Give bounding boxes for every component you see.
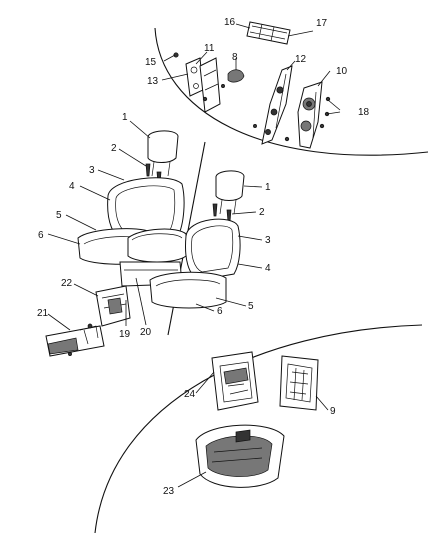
- right-seat-cushion: [149, 271, 227, 309]
- callout-label: 13: [147, 76, 159, 87]
- lower-section-boundary: [94, 324, 423, 533]
- callout-label: 23: [163, 486, 175, 497]
- callout-label: 19: [119, 329, 131, 340]
- callout-label: 22: [61, 278, 73, 289]
- callout-label: 16: [224, 17, 236, 28]
- part-16-17-panel: [246, 21, 291, 45]
- callout-label: 24: [184, 389, 196, 400]
- right-seat-back: [185, 218, 241, 281]
- callout-label: 5: [248, 301, 254, 312]
- part-22-storage-bin: [95, 285, 131, 327]
- leader-lines: [47, 23, 341, 488]
- callout-label: 8: [232, 52, 238, 63]
- part-8-knob: [227, 69, 245, 83]
- part-12-recliner-bracket: [261, 65, 293, 145]
- callout-label: 4: [265, 263, 271, 274]
- part-9-seat-back-panel: [279, 355, 319, 411]
- part-10-recliner-mechanism: [297, 81, 323, 149]
- callout-label: 11: [204, 43, 215, 54]
- callout-label: 10: [336, 66, 348, 77]
- part-21-tray: [45, 323, 105, 357]
- callout-label: 12: [295, 54, 307, 65]
- callout-labels: 16 17 15 11 8 12 10 13 18 1 2 3 4 5 6 1 …: [37, 17, 370, 497]
- left-seat-back: [107, 177, 185, 245]
- callout-label: 1: [122, 112, 128, 123]
- upper-section-boundary: [154, 27, 429, 156]
- left-headrest: [147, 130, 179, 177]
- callout-label: 3: [265, 235, 271, 246]
- callout-label: 21: [37, 308, 49, 319]
- callout-label: 4: [69, 181, 75, 192]
- part-23-seat-cushion-frame: [195, 424, 285, 488]
- right-headrest: [215, 170, 245, 215]
- part-24-seat-back-frame: [211, 351, 259, 411]
- callout-label: 17: [316, 18, 328, 29]
- callout-label: 6: [217, 306, 223, 317]
- callout-label: 5: [56, 210, 62, 221]
- callout-label: 6: [38, 230, 44, 241]
- callout-label: 3: [89, 165, 95, 176]
- callout-label: 1: [265, 182, 271, 193]
- part-11-hinge-cover: [185, 57, 221, 113]
- callout-label: 15: [145, 57, 157, 68]
- callout-label: 18: [358, 107, 370, 118]
- center-armrest: [127, 228, 187, 263]
- callout-label: 9: [330, 406, 336, 417]
- callout-label: 2: [259, 207, 265, 218]
- callout-label: 2: [111, 143, 117, 154]
- screws-18: [319, 96, 331, 129]
- screw-15: [173, 52, 179, 58]
- callout-label: 20: [140, 327, 152, 338]
- screws-upper-misc: [221, 84, 257, 128]
